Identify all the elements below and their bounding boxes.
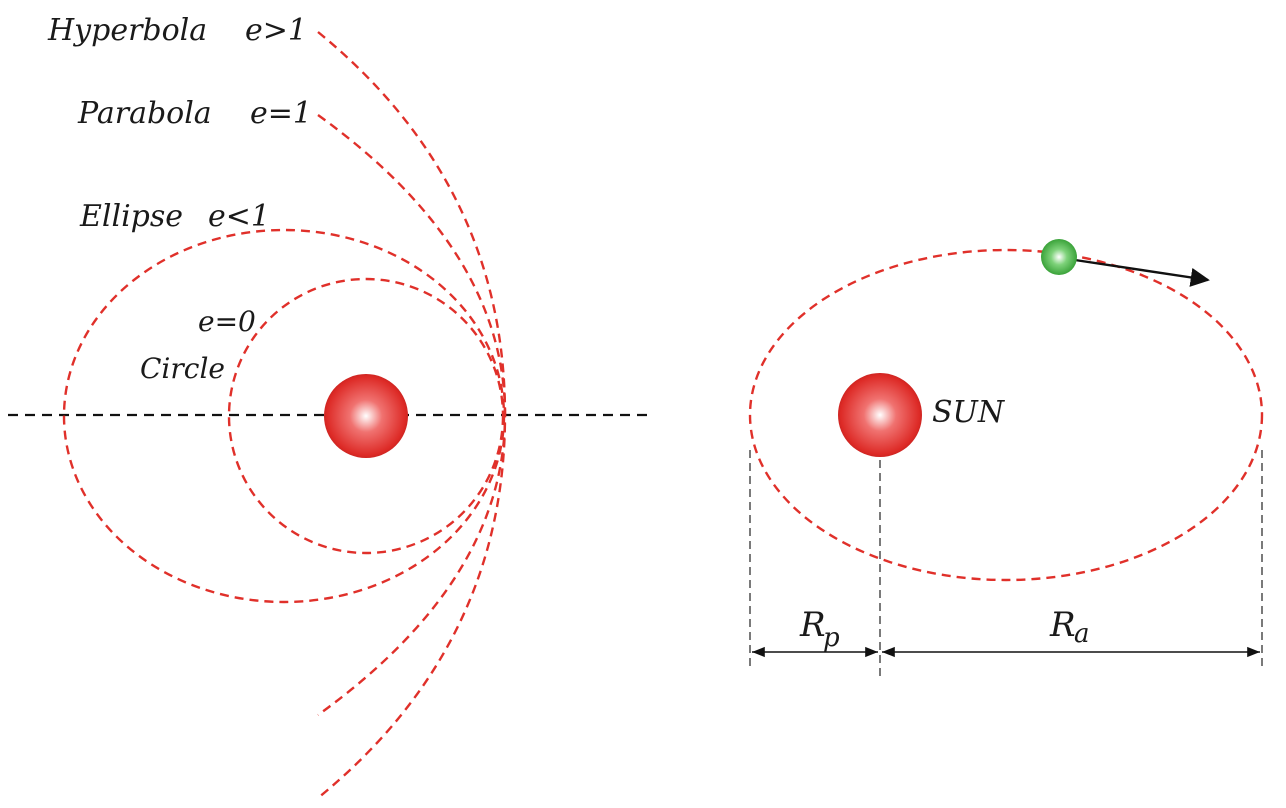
sun — [838, 373, 922, 457]
central-body — [324, 374, 408, 458]
svg-text:R: R — [799, 605, 826, 645]
planet — [1041, 239, 1077, 275]
hyperbola-eccentricity: e>1 — [245, 13, 307, 48]
circle-label: Circle — [140, 352, 225, 385]
svg-text:a: a — [1074, 619, 1090, 649]
orbit-ellipse — [748, 248, 1264, 582]
rp-label: R p — [799, 605, 840, 653]
sun-label: SUN — [932, 395, 1006, 430]
svg-text:R: R — [1049, 605, 1076, 645]
parabola-eccentricity: e=1 — [250, 96, 312, 131]
circle-curve — [227, 277, 505, 555]
conic-sections-panel: Hyperbola e>1 Parabola e=1 Ellipse e<1 e… — [8, 13, 652, 799]
velocity-arrow — [1074, 258, 1210, 287]
elliptical-orbit-panel: SUN R p R a — [748, 239, 1264, 680]
ellipse-label: Ellipse — [79, 199, 183, 234]
circle-eccentricity: e=0 — [198, 305, 256, 338]
ra-label: R a — [1049, 605, 1090, 649]
parabola-label: Parabola — [77, 96, 212, 131]
svg-text:p: p — [823, 623, 840, 653]
ellipse-eccentricity: e<1 — [208, 199, 270, 234]
hyperbola-label: Hyperbola — [47, 13, 207, 48]
